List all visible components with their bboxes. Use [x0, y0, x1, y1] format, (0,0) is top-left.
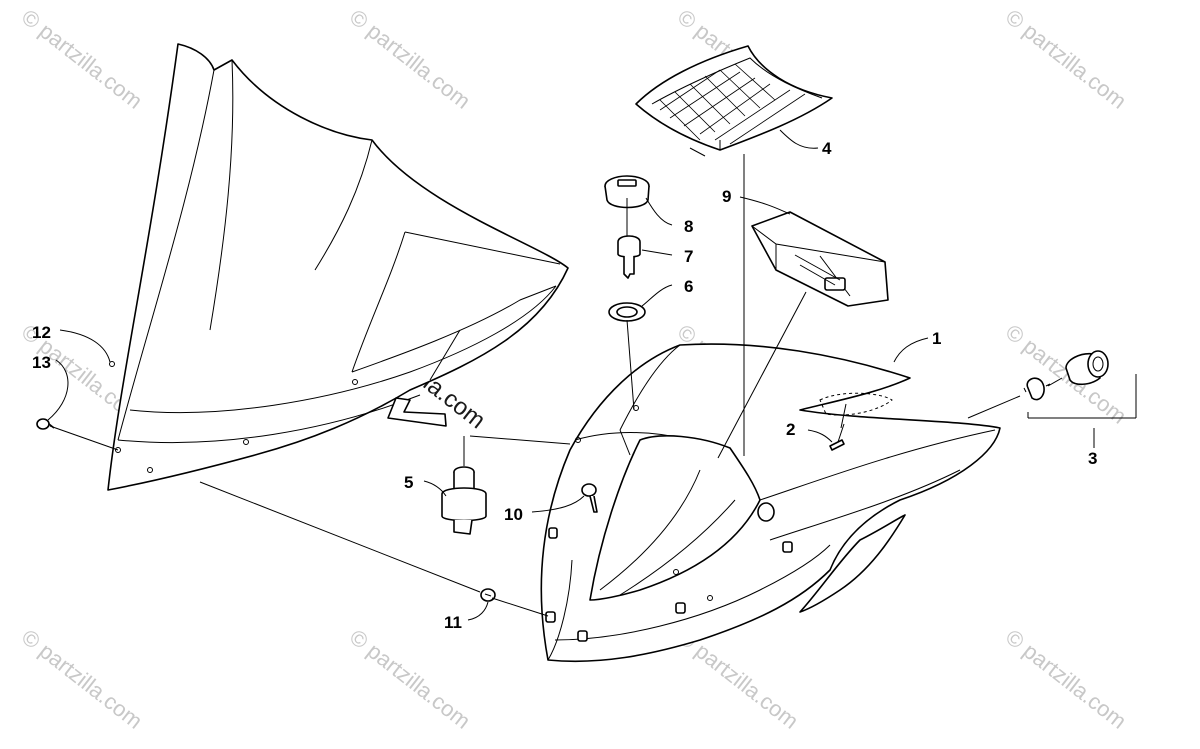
- mounting-boss: [545, 611, 556, 623]
- screw-2: [829, 423, 845, 451]
- mounting-hole: [575, 437, 581, 443]
- ignition-switch: [441, 466, 487, 535]
- power-outlet: [1023, 350, 1109, 401]
- ignition-cap: [604, 175, 650, 209]
- watermark-tile: © partzilla.com: [17, 624, 147, 733]
- mounting-boss: [577, 630, 588, 642]
- windshield-hole: [147, 467, 153, 473]
- mounting-boss: [757, 502, 775, 522]
- watermark-tile: © partzilla.com: [1001, 4, 1131, 113]
- hood-panel: [540, 343, 1001, 663]
- mounting-boss: [782, 541, 793, 553]
- callout-1: 1: [932, 329, 941, 348]
- callout-11: 11: [444, 613, 462, 632]
- mounting-hole: [673, 569, 679, 575]
- callout-7: 7: [684, 247, 693, 266]
- callout-6: 6: [684, 277, 693, 296]
- callout-8: 8: [684, 217, 693, 236]
- mounting-hole: [707, 595, 713, 601]
- callout-leaders: [47, 129, 1137, 621]
- assembly-lines: [49, 154, 1063, 617]
- mounting-boss: [675, 602, 686, 614]
- windshield: [107, 43, 569, 491]
- callout-9: 9: [722, 187, 731, 206]
- windshield-hole: [115, 447, 121, 453]
- callout-10: 10: [504, 505, 523, 524]
- callout-4: 4: [822, 139, 832, 158]
- callout-5: 5: [404, 473, 413, 492]
- control-module: [751, 211, 889, 307]
- watermark-tile: © partzilla.com: [17, 4, 147, 113]
- screw-11: [480, 588, 496, 602]
- callout-3: 3: [1088, 449, 1097, 468]
- storage-net: [635, 45, 833, 157]
- callout-2: 2: [786, 420, 795, 439]
- mounting-boss: [548, 527, 558, 539]
- switch-bezel: [608, 302, 646, 322]
- callout-13: 13: [32, 353, 51, 372]
- callout-labels: 1 2 3 4 5 6 7 8 9 10 11 12 13: [32, 139, 1097, 632]
- screw-10: [581, 483, 598, 513]
- windshield-hole: [243, 439, 249, 445]
- callout-12: 12: [32, 323, 51, 342]
- watermark-tile: © partzilla.com: [1001, 624, 1131, 733]
- windshield-hole: [109, 361, 115, 367]
- watermark-tile: © partzilla.com: [345, 624, 475, 733]
- ignition-key: [617, 235, 641, 279]
- watermark-tile: © partzilla.com: [345, 4, 475, 113]
- screw-13: [36, 418, 55, 430]
- windshield-hole: [352, 379, 358, 385]
- watermark-tile: © partzilla.com: [1001, 319, 1131, 428]
